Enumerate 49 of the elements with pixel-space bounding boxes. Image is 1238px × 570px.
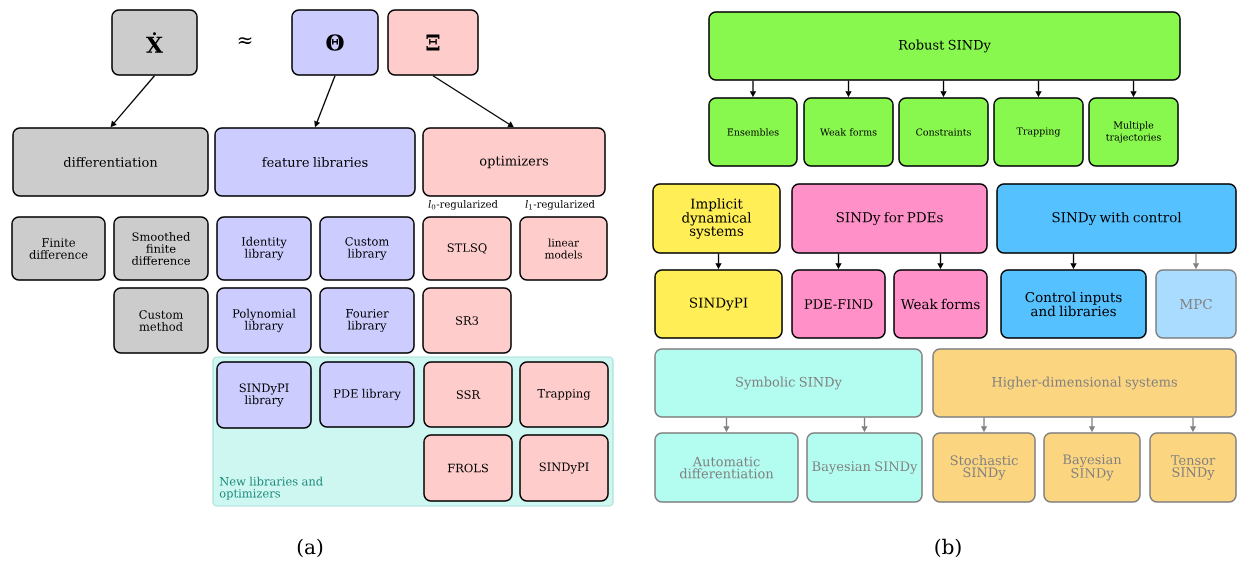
panel-label: (b): [935, 538, 961, 558]
category-box: SINDy for PDEs: [791, 183, 988, 254]
approx-sign: ≈: [238, 37, 252, 45]
topic-box: Multiple trajectories: [1088, 97, 1179, 167]
topic-box: Trapping: [993, 97, 1084, 167]
optimizer-box: linear models: [519, 216, 608, 281]
topic-box: MPC: [1155, 269, 1237, 339]
library-box: SINDyPI library: [216, 361, 312, 429]
method-box: Custom method: [113, 287, 209, 354]
topic-box: SINDyPI: [654, 269, 783, 339]
panel-label: (a): [297, 538, 323, 558]
symbol-box: Θ: [291, 9, 379, 76]
module-box: feature libraries: [214, 127, 416, 197]
topic-box: Bayesian SINDy: [1043, 432, 1141, 503]
symbol-box: Ξ: [387, 9, 479, 76]
topic-box: Control inputs and libraries: [1000, 269, 1147, 339]
topic-box: Ensembles: [708, 97, 798, 167]
library-box: Identity library: [216, 216, 312, 281]
library-box: Fourier library: [319, 287, 415, 354]
category-box: Higher-dimensional systems: [932, 348, 1237, 418]
topic-box: Tensor SINDy: [1149, 432, 1237, 503]
topic-box: Bayesian SINDy: [806, 432, 923, 503]
topic-box: Weak forms: [893, 269, 988, 339]
library-box: Polynomial library: [216, 287, 312, 354]
symbol-box: Ẋ: [111, 9, 198, 76]
category-box: Implicit dynamical systems: [652, 183, 781, 254]
category-box: Robust SINDy: [708, 11, 1181, 81]
optimizer-box: SINDyPI: [519, 434, 609, 502]
optimizer-box: SSR: [423, 361, 513, 428]
optimizer-box: STLSQ: [422, 216, 512, 281]
module-box: differentiation: [12, 127, 209, 197]
topic-box: PDE-FIND: [791, 269, 886, 339]
topic-box: Weak forms: [803, 97, 894, 167]
library-box: PDE library: [319, 361, 415, 428]
method-box: Smoothed finite difference: [113, 216, 209, 281]
arrow: [432, 75, 514, 128]
topic-box: Automatic differentiation: [654, 432, 799, 503]
category-box: SINDy with control: [996, 183, 1237, 254]
regularization-note: l$_{1}$-regularized: [525, 200, 595, 210]
category-box: Symbolic SINDy: [654, 348, 923, 418]
library-box: Custom library: [319, 216, 415, 281]
method-box: Finite difference: [11, 216, 106, 281]
topic-box: Constraints: [898, 97, 989, 167]
optimizer-box: SR3: [422, 287, 512, 354]
topic-box: Stochastic SINDy: [932, 432, 1036, 503]
regularization-note: l$_{0}$-regularized: [428, 200, 498, 210]
module-box: optimizers: [422, 127, 606, 197]
optimizer-box: Trapping: [519, 361, 609, 428]
optimizer-box: FROLS: [423, 434, 513, 502]
